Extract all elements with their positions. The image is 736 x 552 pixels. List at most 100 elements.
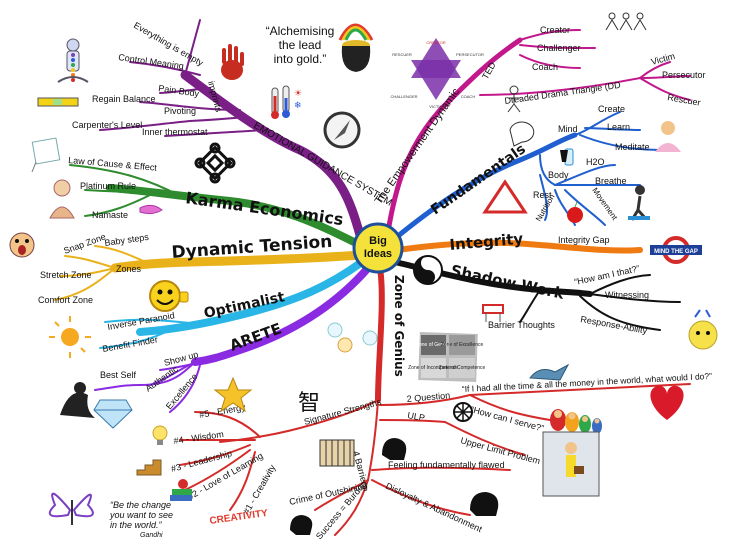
label-feeling-flawed: Feeling fundamentally flawed: [388, 460, 505, 470]
svg-text:into gold.”: into gold.”: [274, 52, 327, 66]
endless-knot-icon: [194, 142, 236, 184]
label-zones: Zones: [116, 264, 142, 274]
hands-icon: [139, 204, 163, 215]
title-zone-genius: Zone of Genius: [392, 275, 406, 377]
thinking-man-icon: [49, 179, 75, 219]
svg-text:Zone of Incompetence: Zone of Incompetence: [408, 365, 458, 371]
spirit-level-icon: [37, 97, 79, 107]
label-witnessing: Witnessing: [605, 290, 649, 300]
drama-triangle-diagram: CREATOR RESCUER PERSECUTOR CHALLENGER CO…: [390, 38, 484, 109]
svg-text:☀: ☀: [294, 88, 302, 98]
label-rest: Rest: [533, 190, 552, 200]
label-body: Body: [548, 170, 569, 180]
label-ddt: Dreaded Drama Triangle (DD: [504, 80, 622, 106]
svg-text:VICTIM: VICTIM: [429, 104, 443, 109]
label-pivoting: Pivoting: [164, 106, 196, 116]
head-silhouette-icon: [290, 438, 499, 535]
label-rescuer: Rescuer: [667, 92, 702, 108]
screaming-kid-icon: [9, 232, 35, 258]
label-wisdom: #4 - Wisdom: [173, 429, 224, 446]
thinker-statue-icon: [60, 382, 95, 418]
label-barrier-thoughts: Barrier Thoughts: [488, 320, 555, 330]
diamond-icon: [93, 399, 133, 429]
label-regain-balance: Regain Balance: [92, 94, 156, 104]
nesting-dolls-icon: [550, 409, 602, 434]
branch-dynamic: [110, 250, 365, 273]
svg-text:❄: ❄: [294, 100, 302, 110]
body-icon: [560, 150, 568, 162]
barrier-sign-icon: [482, 304, 504, 322]
magic-lamp-icon: [529, 363, 570, 381]
label-disloyalty: Disloyalty & Abandonment: [384, 481, 484, 535]
yoga-group-icon: [605, 12, 647, 31]
label-ulp: ULP: [407, 410, 426, 423]
branch-optimalist: [136, 258, 366, 336]
creativity-art-label: CREATIVITY: [209, 508, 269, 527]
speech-bubble-icon: [509, 121, 535, 147]
center-line1: Big: [369, 235, 387, 247]
title-empowerment: The Empowerment Dynamic: [373, 86, 463, 207]
label-baby-steps: Baby steps: [104, 232, 150, 248]
svg-text:CREATOR: CREATOR: [426, 40, 445, 45]
smiley-thumbs-up-icon: [149, 280, 189, 312]
label-ted: TED: [480, 60, 498, 81]
label-stretch-zone: Stretch Zone: [40, 270, 92, 280]
svg-text:MIND THE GAP: MIND THE GAP: [654, 249, 698, 255]
title-arete: ARETE: [227, 319, 284, 354]
brainstorm-head-icon: [688, 309, 718, 350]
branch-fundamentals: [390, 132, 578, 243]
label-meditate: Meditate: [615, 142, 650, 152]
walking-figure-icon: [628, 185, 650, 221]
label-breathe: Breathe: [595, 176, 627, 186]
center-line2: Ideas: [364, 248, 392, 260]
center-node: Big Ideas: [352, 222, 404, 274]
label-platinum-rule: Platinum Rule: [80, 181, 136, 191]
yin-yang-icon: [413, 255, 443, 285]
svg-text:“Be the change: “Be the change: [110, 500, 171, 510]
label-creativity: #1 - Creativity: [241, 462, 278, 516]
label-question-serve: “How can I serve?”: [469, 404, 545, 433]
warning-sign-icon: [482, 179, 528, 214]
branch-zone-genius: [375, 265, 385, 403]
books-apple-icon: [170, 479, 192, 501]
dharma-wheel-icon: [453, 402, 473, 422]
svg-text:the lead: the lead: [279, 38, 322, 52]
label-coach: Coach: [532, 62, 558, 72]
apple-icon: [567, 201, 583, 223]
label-challenger: Challenger: [537, 43, 581, 53]
branch-empowerment: [385, 37, 523, 235]
chakra-figure-icon: [57, 38, 89, 83]
light-bulb-icon: [152, 425, 168, 445]
whiteboard-icon: [31, 137, 61, 173]
title-shadow: Shadow Work: [449, 261, 567, 303]
wisdom-kanji-icon: 智: [298, 391, 320, 416]
svg-text:智: 智: [298, 391, 320, 416]
branch-emotional: [180, 70, 365, 240]
label-carpenters-level: Carpenter's Level: [72, 120, 142, 130]
branch-integrity: [395, 239, 643, 254]
label-persecutor: Persecutor: [662, 70, 706, 80]
bubbles-icon: [327, 322, 378, 353]
pot-of-gold-icon: [338, 23, 374, 72]
label-namaste: Namaste: [92, 210, 128, 220]
label-law-cause-effect: Law of Cause & Effect: [68, 155, 158, 173]
heart-icon: [650, 385, 684, 420]
handprint-icon: [221, 44, 244, 80]
title-karma: Karma Economics: [184, 188, 344, 229]
branch-arete: [191, 264, 372, 366]
svg-text:Zone of Excellence: Zone of Excellence: [441, 342, 484, 348]
label-benefit-finder: Benefit Finder: [102, 334, 159, 354]
muscle-star-icon: [213, 376, 253, 413]
label-learn: Learn: [607, 122, 630, 132]
svg-text:PERSECUTOR: PERSECUTOR: [456, 52, 484, 57]
label-two-question: 2 Question: [406, 390, 450, 404]
svg-text:Zone of Genius: Zone of Genius: [416, 342, 451, 348]
elevator-man-icon: [542, 431, 600, 497]
label-best-self: Best Self: [100, 370, 137, 380]
dancing-figures-icon: [507, 85, 521, 113]
gandhi-quote: “Be the change you want to see in the wo…: [109, 500, 173, 539]
label-control-meaning: Control Meaning: [118, 52, 185, 71]
label-inner-thermostat: Inner thermostat: [142, 127, 208, 137]
